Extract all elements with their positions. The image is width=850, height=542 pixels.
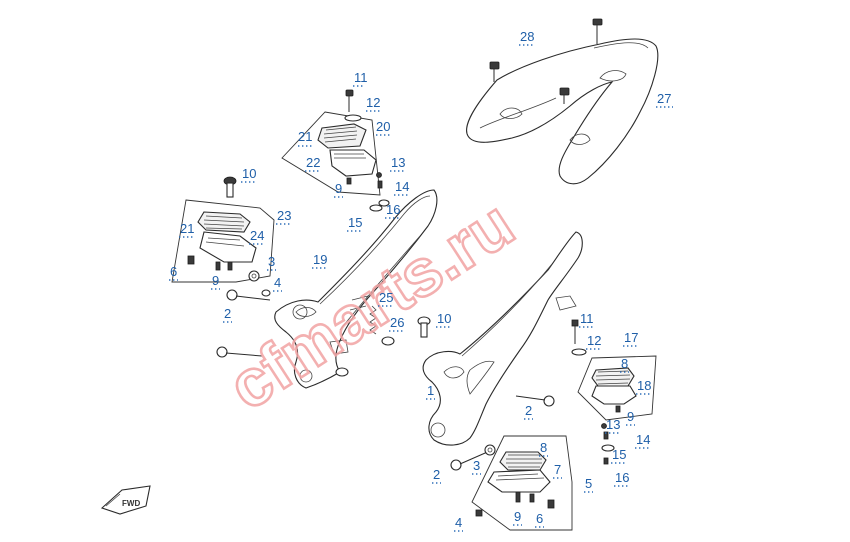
footpeg-21-upper <box>317 123 367 149</box>
footpeg-bracket-22 <box>329 149 377 177</box>
bolt-11-upper <box>344 89 362 122</box>
callout-10-right: 10 <box>437 311 451 326</box>
forward-marker-label: FWD <box>122 499 140 508</box>
small-parts-4-9-6-lower <box>475 491 555 517</box>
nut-3-washer-4-left <box>248 270 271 297</box>
callout-28: 28 <box>520 29 534 44</box>
footpeg-bracket-18 <box>591 385 637 405</box>
callout-6-lower: 6 <box>536 511 543 526</box>
footpeg-bracket-7 <box>487 469 551 493</box>
callout-5: 5 <box>585 476 592 491</box>
callout-21-upper: 21 <box>298 129 312 144</box>
footpeg-8-upper-right <box>591 367 635 387</box>
callout-19: 19 <box>313 252 327 267</box>
callout-16-right: 16 <box>615 470 629 485</box>
callout-9-lower: 9 <box>514 509 521 524</box>
group-box-17 <box>577 355 657 421</box>
callout-23: 23 <box>277 208 291 223</box>
callout-22: 22 <box>306 155 320 170</box>
callout-labels: 11 12 20 21 22 9 13 14 15 16 10 23 21 24… <box>169 29 673 532</box>
callout-7: 7 <box>554 462 561 477</box>
group-box-5 <box>471 435 573 531</box>
callout-6-left: 6 <box>170 264 177 279</box>
bolt-28 <box>489 18 603 104</box>
footrest-bracket-1 <box>422 231 583 446</box>
small-parts-13-14-15-16 <box>601 405 621 465</box>
callout-15-upper: 15 <box>348 215 362 230</box>
small-parts-6-9-left <box>187 255 233 271</box>
callout-1: 1 <box>427 383 434 398</box>
forward-direction-marker: FWD <box>100 485 151 515</box>
group-box-23 <box>171 199 275 283</box>
bolts-2-left <box>216 289 271 358</box>
callout-16-upper: 16 <box>386 202 400 217</box>
callout-18: 18 <box>637 378 651 393</box>
callout-11-right: 11 <box>580 311 594 326</box>
footrest-bracket-19 <box>274 189 438 389</box>
callout-4-left: 4 <box>274 275 281 290</box>
grab-handle-27 <box>466 38 659 185</box>
bolt-10-left <box>223 176 237 198</box>
callout-14-upper: 14 <box>395 179 409 194</box>
bolt-11-right <box>571 319 587 356</box>
callout-3-left: 3 <box>268 254 275 269</box>
small-parts-9-13-14 <box>346 172 390 212</box>
callout-14-right: 14 <box>636 432 650 447</box>
bolt-10-right <box>417 316 431 338</box>
callout-27: 27 <box>657 91 671 106</box>
nut-3-right <box>484 444 496 456</box>
callout-9-upper: 9 <box>335 181 342 196</box>
callout-2-left: 2 <box>224 306 231 321</box>
callout-3-right: 3 <box>473 458 480 473</box>
callout-2-lower: 2 <box>433 467 440 482</box>
callout-13-right: 13 <box>606 417 620 432</box>
callout-25: 25 <box>379 290 393 305</box>
footpeg-bracket-24 <box>199 231 257 263</box>
spring-25-pin-26 <box>335 305 395 377</box>
callout-20: 20 <box>376 119 390 134</box>
callout-13-upper: 13 <box>391 155 405 170</box>
callout-2-right: 2 <box>525 403 532 418</box>
callout-21-left: 21 <box>180 221 194 236</box>
callout-10-left: 10 <box>242 166 256 181</box>
callout-15-right: 15 <box>612 447 626 462</box>
footpeg-21-left <box>197 211 251 233</box>
callout-4-lower: 4 <box>455 515 462 530</box>
callout-9-right: 9 <box>627 409 634 424</box>
callout-9-left: 9 <box>212 273 219 288</box>
callout-12-right: 12 <box>587 333 601 348</box>
callout-24: 24 <box>250 228 264 243</box>
callout-11: 11 <box>354 70 368 85</box>
callout-8-lower: 8 <box>540 440 547 455</box>
callout-8-upper-right: 8 <box>621 356 628 371</box>
callout-26: 26 <box>390 315 404 330</box>
group-box-20 <box>281 111 381 196</box>
callout-17: 17 <box>624 330 638 345</box>
callout-12: 12 <box>366 95 380 110</box>
